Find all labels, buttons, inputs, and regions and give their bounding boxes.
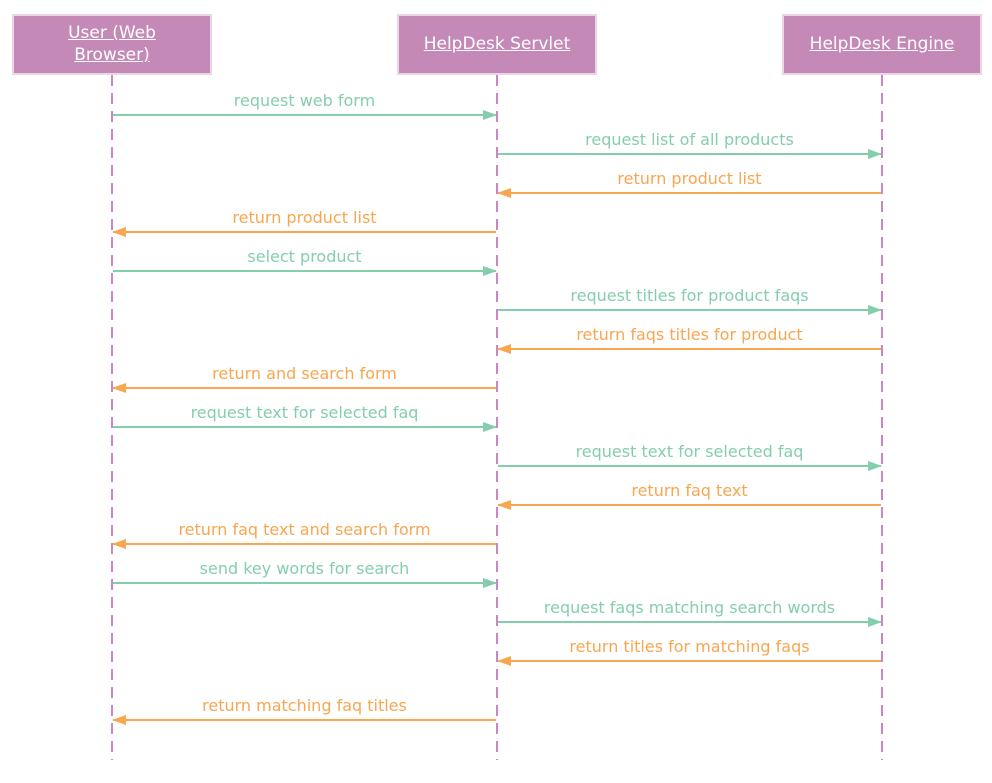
message-arrow-line bbox=[113, 114, 496, 116]
message-row: request web form bbox=[113, 91, 497, 120]
message-row: return product list bbox=[112, 208, 496, 237]
arrowhead-left-icon bbox=[497, 500, 511, 510]
arrowhead-left-icon bbox=[112, 539, 126, 549]
message-row: return matching faq titles bbox=[112, 696, 496, 725]
lifeline bbox=[881, 75, 883, 760]
message-arrow-line bbox=[498, 348, 881, 350]
lifeline bbox=[111, 75, 113, 760]
message-row: return titles for matching faqs bbox=[497, 637, 881, 666]
message-label: request titles for product faqs bbox=[570, 286, 809, 305]
message-arrow-line bbox=[113, 387, 496, 389]
arrowhead-right-icon bbox=[483, 110, 497, 120]
message-label: select product bbox=[247, 247, 362, 266]
arrowhead-right-icon bbox=[483, 266, 497, 276]
message-row: select product bbox=[113, 247, 497, 276]
message-arrow-line bbox=[498, 504, 881, 506]
actor-label-user-web-browser: User (Web Browser) bbox=[68, 23, 156, 65]
lifeline bbox=[496, 75, 498, 760]
message-row: return faq text bbox=[497, 481, 881, 510]
message-arrow-line bbox=[498, 660, 881, 662]
arrowhead-right-icon bbox=[483, 422, 497, 432]
arrowhead-left-icon bbox=[497, 188, 511, 198]
message-label: return faq text and search form bbox=[178, 520, 431, 539]
arrowhead-left-icon bbox=[112, 715, 126, 725]
message-row: return faq text and search form bbox=[112, 520, 496, 549]
message-label: return product list bbox=[617, 169, 762, 188]
message-row: return faqs titles for product bbox=[497, 325, 881, 354]
message-row: request titles for product faqs bbox=[498, 286, 882, 315]
message-arrow-line bbox=[113, 543, 496, 545]
actor-box-helpdesk-engine: HelpDesk Engine bbox=[782, 14, 982, 75]
arrowhead-left-icon bbox=[112, 383, 126, 393]
message-label: return product list bbox=[232, 208, 377, 227]
message-arrow-line bbox=[113, 426, 496, 428]
message-label: return titles for matching faqs bbox=[569, 637, 810, 656]
message-label: request web form bbox=[233, 91, 376, 110]
message-label: return matching faq titles bbox=[202, 696, 407, 715]
message-arrow-line bbox=[113, 270, 496, 272]
arrowhead-right-icon bbox=[868, 149, 882, 159]
arrowhead-right-icon bbox=[868, 461, 882, 471]
message-row: send key words for search bbox=[113, 559, 497, 588]
message-arrow-line bbox=[498, 621, 881, 623]
message-label: return faq text bbox=[631, 481, 748, 500]
actor-box-helpdesk-servlet: HelpDesk Servlet bbox=[397, 14, 597, 75]
actor-box-user-web-browser: User (Web Browser) bbox=[12, 14, 212, 75]
message-row: return product list bbox=[497, 169, 881, 198]
message-row: request list of all products bbox=[498, 130, 882, 159]
message-arrow-line bbox=[498, 153, 881, 155]
message-label: request text for selected faq bbox=[575, 442, 804, 461]
message-arrow-line bbox=[113, 582, 496, 584]
message-label: request list of all products bbox=[585, 130, 794, 149]
message-row: return and search form bbox=[112, 364, 496, 393]
message-label: return and search form bbox=[212, 364, 397, 383]
arrowhead-right-icon bbox=[868, 617, 882, 627]
actor-label-helpdesk-engine: HelpDesk Engine bbox=[809, 33, 955, 54]
message-label: send key words for search bbox=[199, 559, 410, 578]
message-arrow-line bbox=[498, 309, 881, 311]
message-row: request text for selected faq bbox=[113, 403, 497, 432]
message-arrow-line bbox=[113, 231, 496, 233]
message-arrow-line bbox=[498, 465, 881, 467]
message-label: request faqs matching search words bbox=[543, 598, 836, 617]
message-label: return faqs titles for product bbox=[576, 325, 803, 344]
arrowhead-right-icon bbox=[868, 305, 882, 315]
message-arrow-line bbox=[498, 192, 881, 194]
message-row: request faqs matching search words bbox=[498, 598, 882, 627]
message-label: request text for selected faq bbox=[190, 403, 419, 422]
arrowhead-left-icon bbox=[497, 344, 511, 354]
arrowhead-right-icon bbox=[483, 578, 497, 588]
arrowhead-left-icon bbox=[112, 227, 126, 237]
message-row: request text for selected faq bbox=[498, 442, 882, 471]
arrowhead-left-icon bbox=[497, 656, 511, 666]
message-arrow-line bbox=[113, 719, 496, 721]
actor-label-helpdesk-servlet: HelpDesk Servlet bbox=[423, 33, 571, 54]
